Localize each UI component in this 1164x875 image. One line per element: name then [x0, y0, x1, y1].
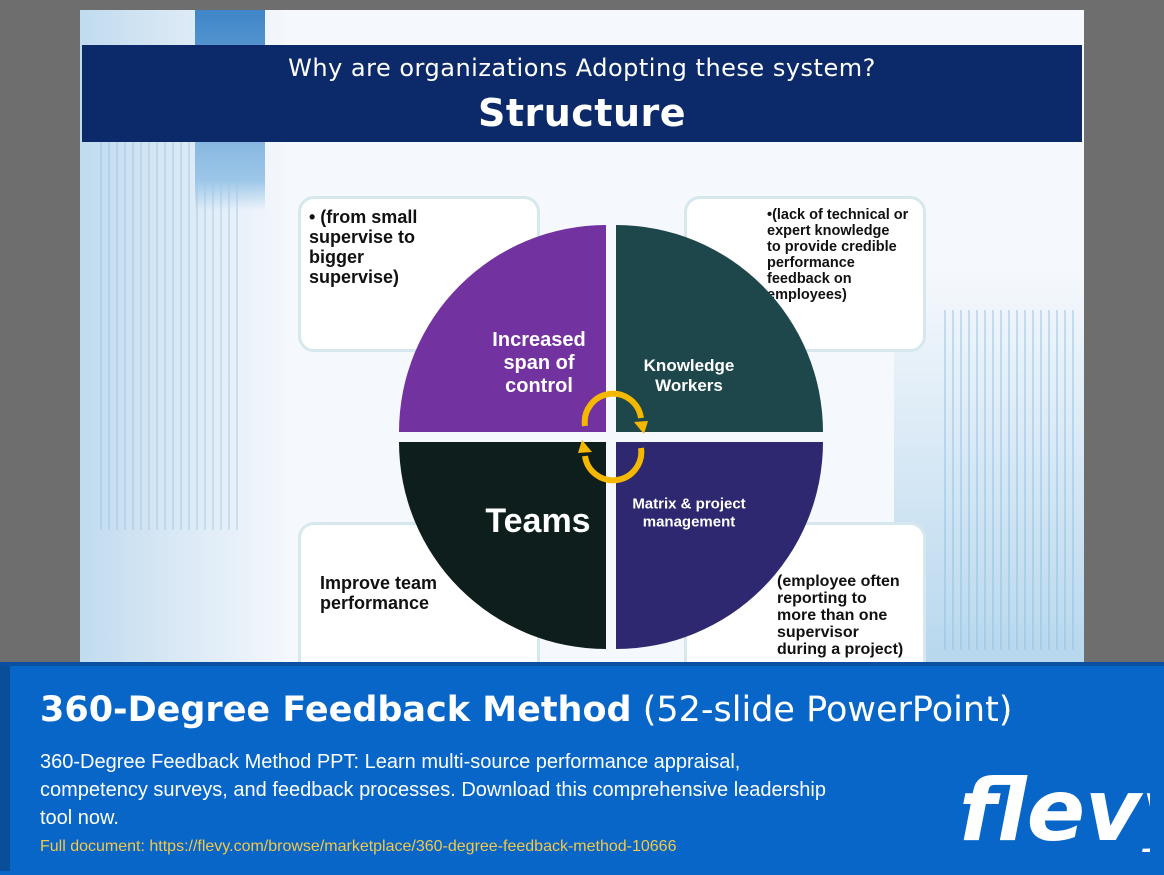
card-bottom-left-text: Improve team performance — [320, 573, 438, 613]
slide-subtitle: Why are organizations Adopting these sys… — [288, 54, 876, 82]
card-top-left-text: • (from small supervise to bigger superv… — [309, 207, 418, 287]
flevy-logo: flevy — [959, 761, 1150, 852]
document-description: 360-Degree Feedback Method PPT: Learn mu… — [40, 751, 826, 829]
quadrant-label-teams: Teams — [485, 502, 590, 540]
footer-banner — [0, 662, 1164, 875]
quadrant-knowledge-workers — [616, 225, 823, 432]
card-top-right-text: •(lack of technical or expert knowledge … — [767, 207, 909, 303]
document-title-suffix: (52-slide PowerPoint) — [631, 690, 1013, 730]
document-title: 360-Degree Feedback Method (52-slide Pow… — [40, 690, 1012, 730]
document-title-main: 360-Degree Feedback Method — [40, 690, 632, 730]
footer-banner-edge — [0, 666, 10, 871]
quadrant-matrix-project-management — [616, 442, 823, 649]
flevy-logo-text: flevy — [959, 761, 1150, 852]
quadrant-span-of-control — [399, 225, 606, 432]
document-link[interactable]: Full document: https://flevy.com/browse/… — [40, 838, 677, 855]
slide: Why are organizations Adopting these sys… — [80, 10, 1084, 662]
cycle-arrows-icon — [578, 390, 648, 484]
quadrant-teams — [399, 442, 606, 649]
card-bottom-right-text: (employee often reporting to more than o… — [777, 573, 904, 658]
slide-header: Why are organizations Adopting these sys… — [82, 45, 1082, 142]
slide-title: Structure — [477, 91, 687, 135]
background-stripes-right — [944, 310, 1074, 650]
